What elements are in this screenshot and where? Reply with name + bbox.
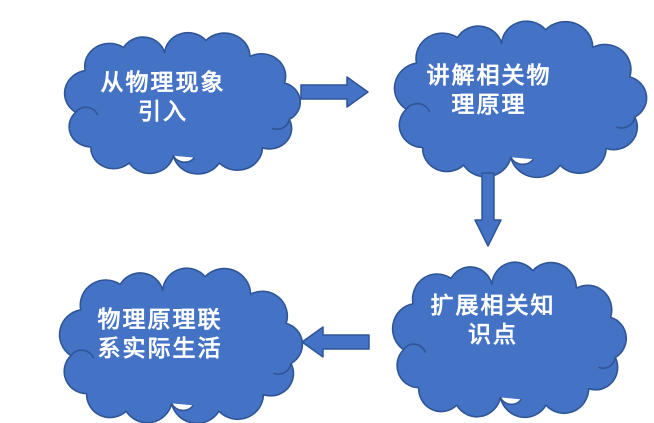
label-line: 物理原理联 bbox=[97, 306, 223, 332]
label-line: 引入 bbox=[138, 98, 188, 124]
cloud-shape-intro bbox=[66, 28, 296, 170]
label-line: 理原理 bbox=[451, 91, 527, 117]
cloud-label-explain: 讲解相关物 理原理 bbox=[427, 61, 552, 119]
arrow-down-icon bbox=[474, 172, 504, 248]
arrow-left-icon bbox=[300, 325, 370, 359]
cloud-label-intro: 从物理现象 引入 bbox=[101, 68, 226, 126]
cloud-shape-explain bbox=[396, 16, 642, 173]
cloud-icon bbox=[393, 262, 627, 417]
cloud-shape-connect bbox=[61, 263, 298, 423]
label-line: 扩展相关知 bbox=[430, 292, 556, 318]
cloud-icon bbox=[395, 21, 647, 177]
cloud-icon bbox=[65, 33, 301, 174]
cloud-label-connect: 物理原理联 系实际生活 bbox=[98, 305, 223, 363]
label-line: 系实际生活 bbox=[97, 335, 223, 361]
cloud-shape-expand bbox=[394, 257, 622, 413]
cloud-icon bbox=[60, 268, 303, 423]
label-line: 从物理现象 bbox=[100, 69, 226, 95]
arrow-right-icon bbox=[300, 75, 370, 109]
label-line: 讲解相关物 bbox=[426, 62, 552, 88]
label-line: 识点 bbox=[468, 321, 518, 347]
cloud-label-expand: 扩展相关知 识点 bbox=[431, 291, 556, 349]
